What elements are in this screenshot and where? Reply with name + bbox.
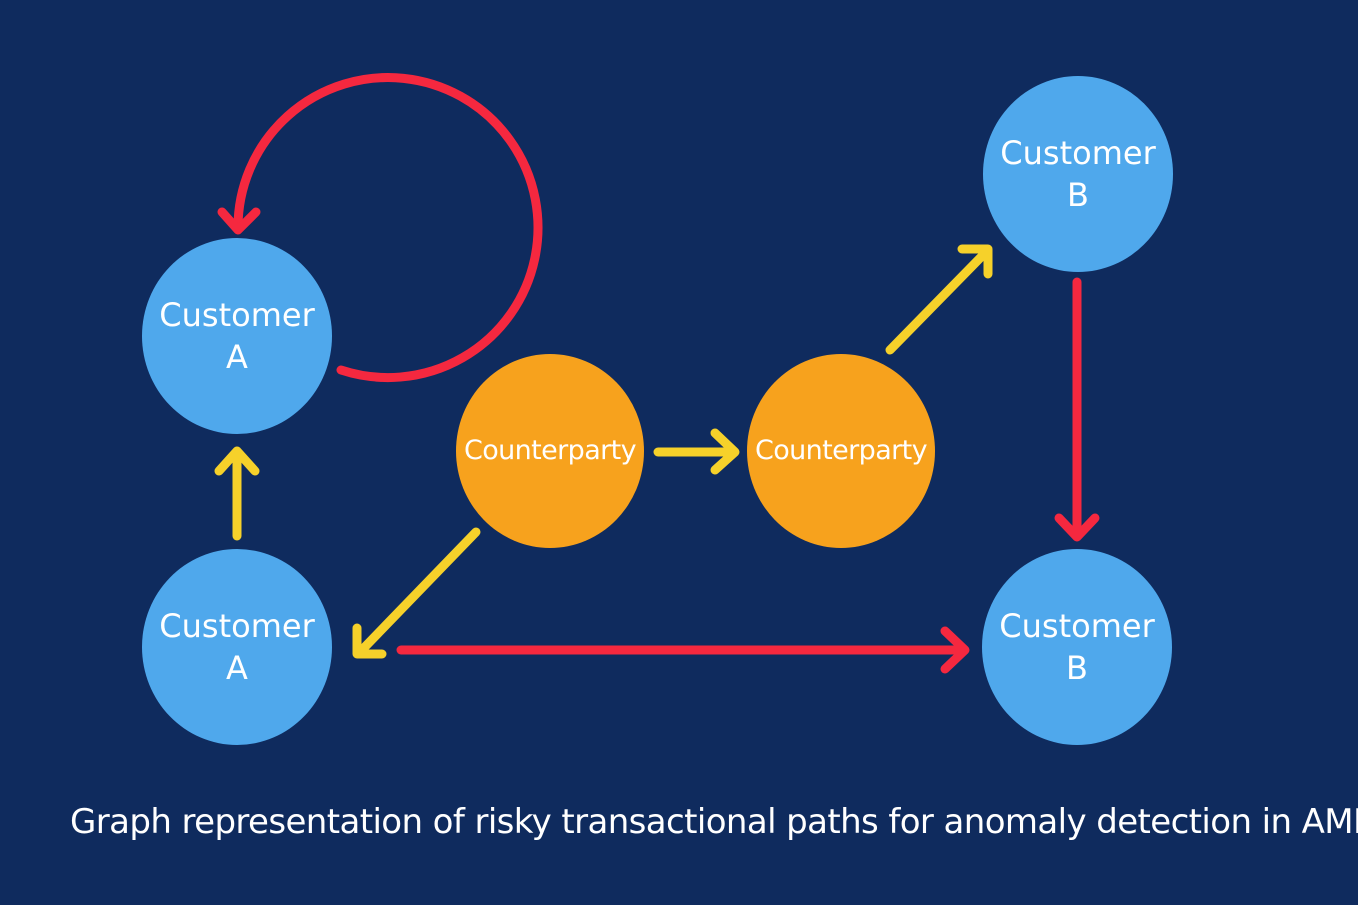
node-label: Customer A bbox=[159, 296, 315, 376]
arrowhead-customer-b-bottom bbox=[940, 626, 970, 674]
arrowhead-customer-a-up bbox=[214, 446, 260, 476]
edge-self-loop-customer-a bbox=[233, 73, 543, 383]
node-label: Customer B bbox=[999, 607, 1155, 687]
arrowhead-self-loop bbox=[217, 207, 261, 235]
node-customer-b-bottom: Customer B bbox=[982, 549, 1172, 745]
arrowhead-customer-a-bottom bbox=[352, 623, 387, 659]
diagram-caption: Graph representation of risky transactio… bbox=[70, 802, 1358, 842]
node-counterparty-right: Counterparty bbox=[747, 354, 935, 548]
node-label: Counterparty bbox=[463, 435, 637, 466]
node-customer-a-bottom: Customer A bbox=[142, 549, 332, 745]
node-customer-a-top: Customer A bbox=[142, 238, 332, 434]
node-label: Counterparty bbox=[754, 435, 928, 466]
node-customer-b-top: Customer B bbox=[983, 76, 1173, 272]
arrowhead-counterparty-right bbox=[710, 428, 740, 475]
arrowhead-customer-b-down bbox=[1054, 513, 1100, 542]
node-label: Customer B bbox=[1000, 134, 1156, 214]
edge-counterparty-to-customer-a-bottom bbox=[355, 527, 481, 657]
arrowhead-customer-b-top bbox=[957, 244, 993, 279]
node-counterparty-left: Counterparty bbox=[456, 354, 644, 548]
edge-counterparty-to-customer-b-top bbox=[885, 247, 991, 355]
node-label: Customer A bbox=[159, 607, 315, 687]
